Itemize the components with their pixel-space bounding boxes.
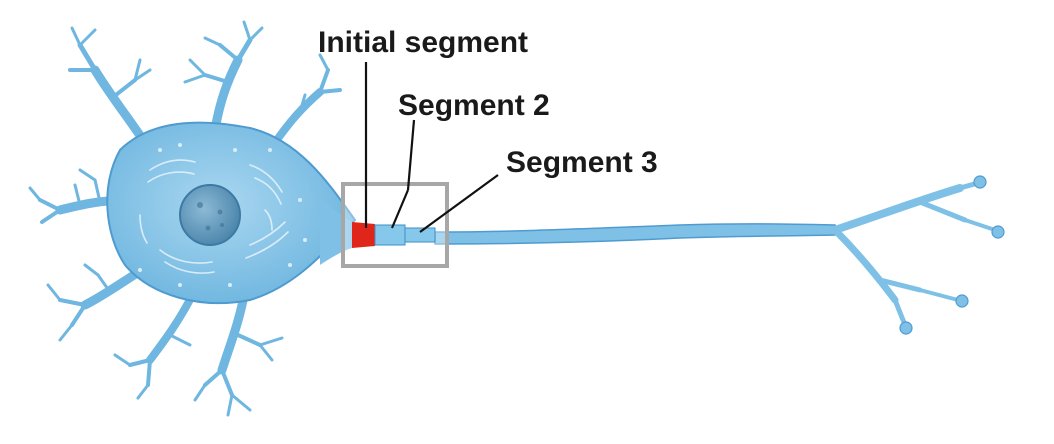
segment-3-marker [404, 227, 436, 243]
leader-line-segment-2b [390, 189, 410, 229]
axon-terminals [831, 180, 997, 328]
dendrites [28, 20, 342, 417]
ribosome-dots [138, 143, 307, 287]
label-initial-segment: Initial segment [318, 26, 528, 59]
axon [434, 223, 836, 245]
initial-segment-marker [352, 222, 375, 248]
leader-line-segment-2 [406, 119, 416, 191]
segment-2-marker [374, 224, 406, 246]
label-segment-3: Segment 3 [506, 146, 658, 179]
leader-line-segment-3 [419, 174, 499, 233]
label-segment-2: Segment 2 [398, 89, 550, 122]
nucleus [179, 184, 241, 246]
cytoplasm-organelles [139, 159, 289, 274]
